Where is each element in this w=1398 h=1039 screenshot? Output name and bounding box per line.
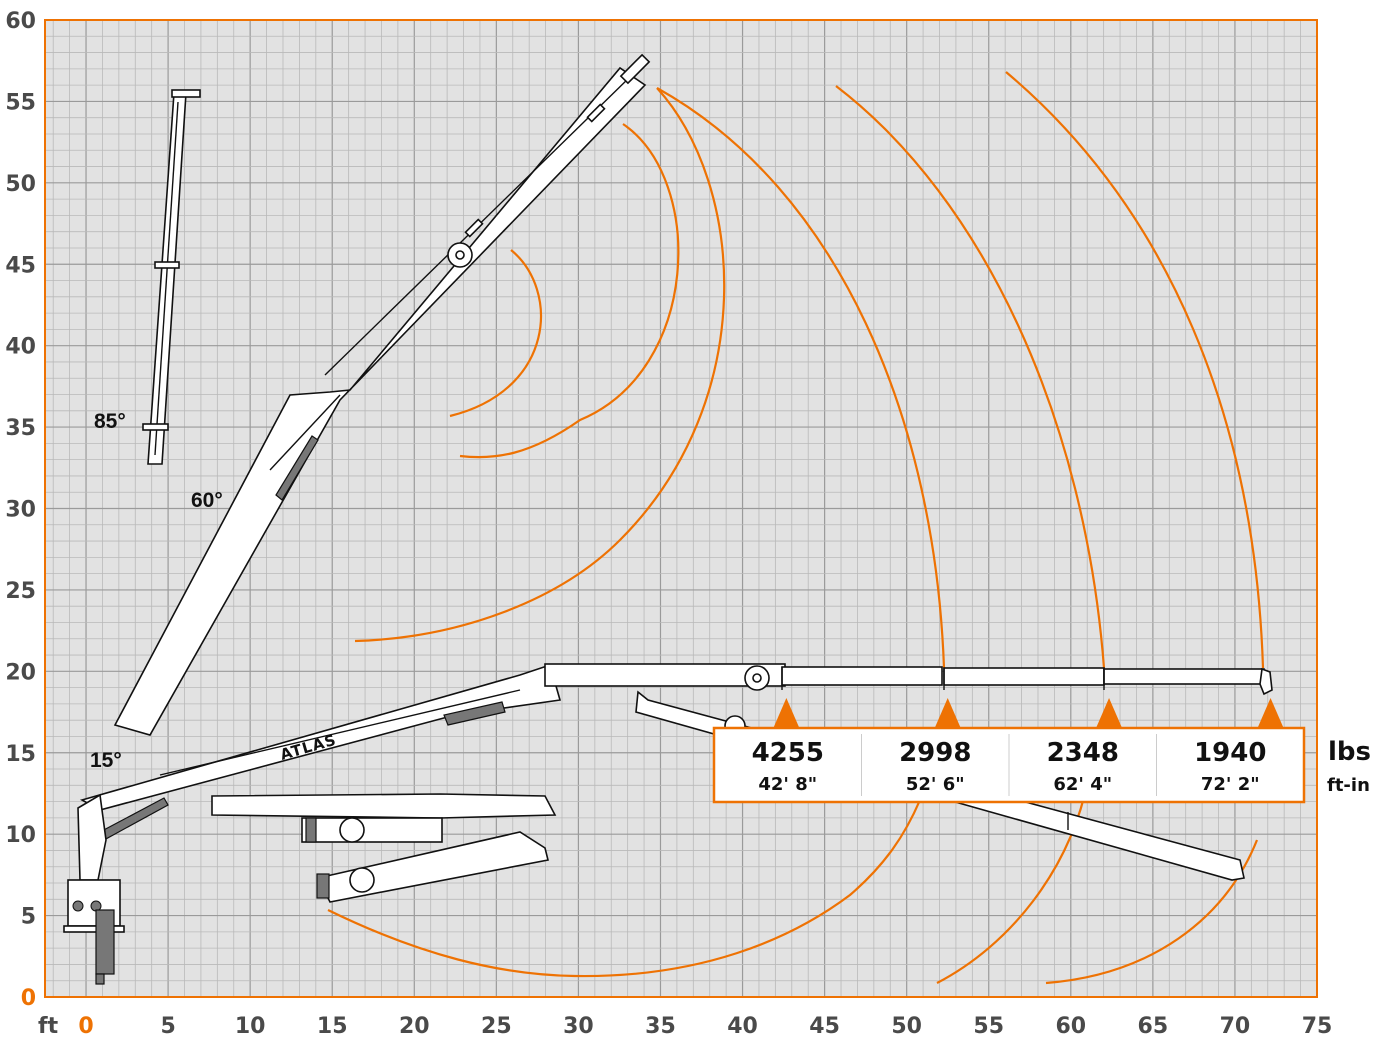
x-tick-label: 15 [317,1014,348,1039]
load-marker-triangle [773,698,800,728]
x-tick-label: 30 [563,1014,594,1039]
angle-label-15: 15° [90,749,122,772]
load-value: 4255 [752,738,824,768]
y-tick-label: 50 [5,172,36,197]
x-tick-label: 25 [481,1014,512,1039]
y-tick-label: 10 [5,823,36,848]
y-tick-label: 30 [5,498,36,523]
reach-arc [835,85,1106,669]
x-tick-label: 10 [235,1014,266,1039]
reach-arc [936,779,1090,984]
reach-arc [449,249,542,418]
reach-value: 52' 6" [906,774,965,795]
x-tick-label: 50 [891,1014,922,1039]
boom-85-degrees [142,89,201,465]
load-value: 2998 [899,738,971,768]
reach-value: 42' 8" [758,774,817,795]
x-tick-label: 60 [1055,1014,1086,1039]
y-tick-label: 45 [5,253,36,278]
x-tick-label: 70 [1220,1014,1251,1039]
reach-value: 72' 2" [1201,774,1260,795]
load-unit-label: lbs [1328,737,1371,767]
x-unit-label: ft [38,1014,59,1039]
y-tick-label: 0 [21,986,36,1011]
load-markers [773,698,1284,728]
reach-arc [1005,71,1265,669]
x-tick-label: 75 [1302,1014,1333,1039]
x-tick-label: 0 [78,1014,93,1039]
crane-base [63,793,125,985]
load-value: 1940 [1194,738,1266,768]
boom-folded [211,793,557,903]
x-tick-label: 5 [160,1014,175,1039]
y-tick-label: 20 [5,660,36,685]
reach-arcs [327,71,1265,985]
boom-60-degrees [113,53,651,736]
load-cells: 4255 42' 8" 2998 52' 6" 2348 62' 4" 1940 72' 2" [752,734,1266,796]
load-value: 2348 [1047,738,1119,768]
x-tick-label: 65 [1138,1014,1169,1039]
y-tick-label: 15 [5,742,36,767]
x-tick-label: 55 [973,1014,1004,1039]
reach-value: 62' 4" [1053,774,1112,795]
x-tick-label: 45 [809,1014,840,1039]
angle-label-85: 85° [94,410,126,433]
reach-unit-label: ft-in [1327,775,1370,796]
y-tick-label: 55 [5,90,36,115]
axis-ticks: 0 5 10 15 20 25 30 35 40 45 50 55 60 65 70 75 0 5 10 15 20 25… [5,9,1332,1039]
reach-arc [327,799,922,978]
x-tick-label: 20 [399,1014,430,1039]
y-tick-label: 35 [5,416,36,441]
y-tick-label: 5 [21,905,36,930]
y-tick-label: 60 [5,9,36,34]
load-marker-triangle [934,698,961,728]
y-tick-label: 40 [5,335,36,360]
x-tick-label: 40 [727,1014,758,1039]
angle-label-60: 60° [191,489,223,512]
load-table: 4255 42' 8" 2998 52' 6" 2348 62' 4" 1940 72' 2" [712,698,1306,804]
load-marker-triangle [1096,698,1123,728]
y-tick-label: 25 [5,579,36,604]
reach-arc [656,87,946,669]
reach-arc [459,123,680,459]
plot-frame [44,19,1318,998]
load-marker-triangle [1257,698,1284,728]
x-tick-label: 35 [645,1014,676,1039]
reach-arc [354,87,726,643]
boom-15-degrees: ATLAS [79,663,1273,841]
